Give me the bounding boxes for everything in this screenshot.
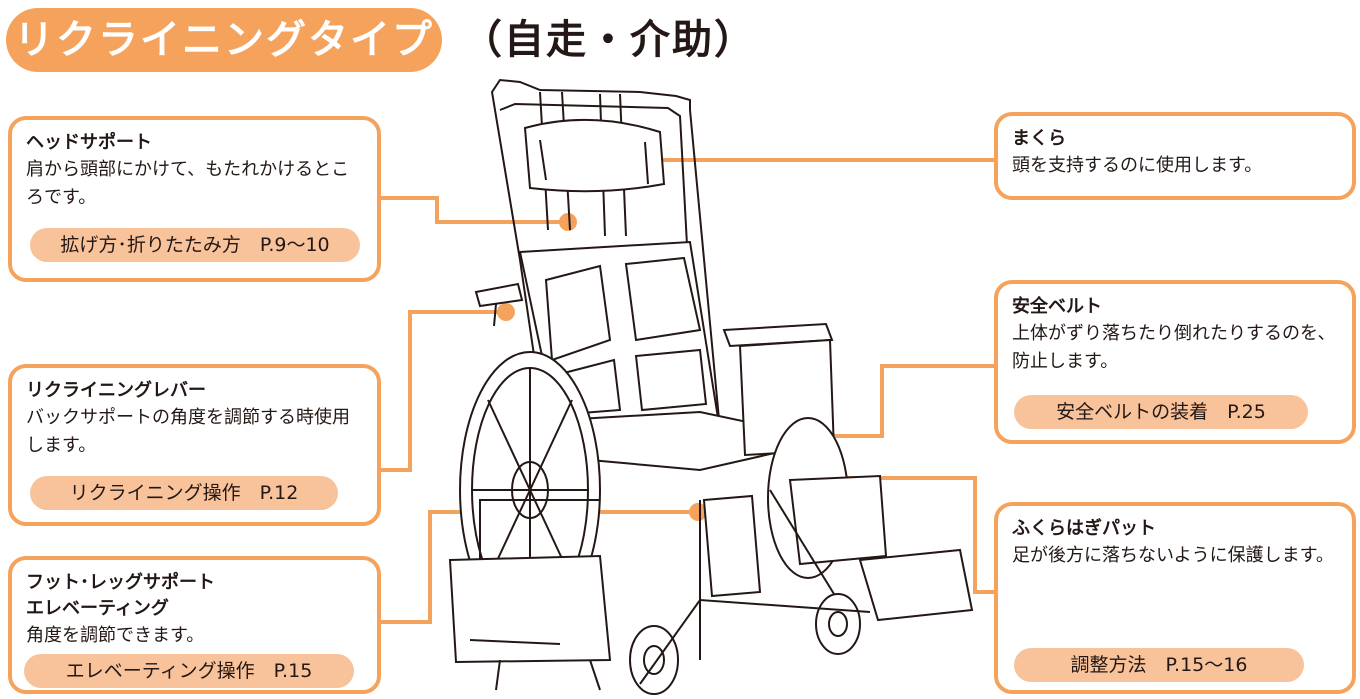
recline-lever-description: バックサポートの角度を調節する時使用します。 (26, 407, 350, 456)
leader-head-support (378, 196, 568, 224)
marker-recline-lever (497, 303, 515, 321)
calf-pad-page-ref: 調整方法 P.15～16 (1014, 648, 1304, 682)
leader-recline-lever (378, 310, 506, 472)
recline-lever-heading: リクライニングレバー (26, 380, 206, 401)
title-badge: リクライニングタイプ (6, 8, 442, 72)
marker-head-support (559, 213, 577, 231)
head-support-page-ref: 拡げ方･折りたたみ方 P.9～10 (30, 228, 360, 262)
foot-leg-description: 角度を調節できます。 (26, 625, 205, 646)
title-subtitle: （自走・介助） (462, 17, 756, 63)
recline-lever-page-ref: リクライニング操作 P.12 (30, 476, 338, 510)
head-support-description: 肩から頭部にかけて、もたれかけるところです。 (26, 159, 350, 208)
belt-description: 上体がずり落ちたり倒れたりするのを､防止します。 (1012, 323, 1327, 372)
callout-pillow: まくら 頭を支持するのに使用します。 (994, 112, 1356, 200)
belt-page-ref: 安全ベルトの装着 P.25 (1014, 395, 1308, 429)
calf-pad-description: 足が後方に落ちないように保護します。 (1012, 545, 1334, 566)
foot-leg-heading-1: フット･レッグサポート (26, 572, 215, 593)
pillow-description: 頭を支持するのに使用します。 (1012, 155, 1263, 176)
head-support-heading: ヘッドサポート (26, 132, 152, 153)
foot-leg-heading-2: エレベーティング (26, 598, 169, 619)
foot-leg-page-ref: エレベーティング操作 P.15 (24, 654, 354, 688)
marker-foot-leg (689, 503, 707, 521)
belt-heading: 安全ベルト (1012, 296, 1102, 317)
pillow-heading: まくら (1012, 128, 1066, 149)
calf-pad-heading: ふくらはぎパット (1012, 518, 1156, 539)
wheelchair-drawing (448, 78, 974, 695)
